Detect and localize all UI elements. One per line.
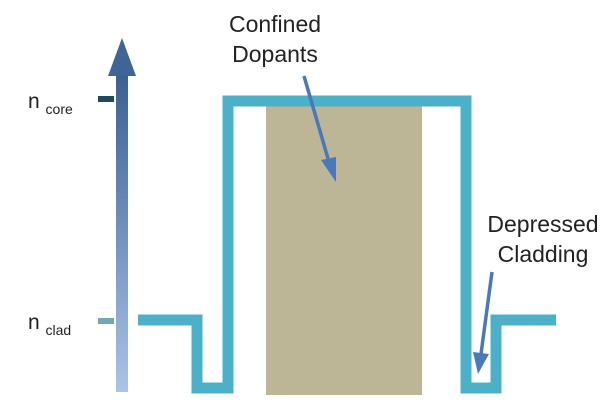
cladding-pointer-arrow-icon: [473, 271, 494, 374]
dopant-pointer-arrow-icon: [302, 75, 336, 182]
n-core-subscript: core: [46, 101, 73, 117]
depressed-cladding-label-line1: Depressed: [487, 211, 598, 237]
n-clad-subscript: clad: [46, 322, 72, 338]
n-core-tick: [98, 96, 114, 102]
depressed-cladding-label-line2: Cladding: [498, 241, 589, 267]
confined-dopants-label-line1: Confined: [229, 11, 321, 37]
index-profile-line: [138, 95, 556, 394]
cladding-pointer-head: [473, 352, 489, 374]
cladding-pointer-shaft: [479, 271, 494, 355]
n-clad-base: n: [28, 311, 40, 334]
index-axis-arrow-icon: [108, 38, 136, 392]
index-axis-shaft: [116, 72, 128, 392]
confined-dopant-region: [266, 105, 422, 395]
n-clad-label: n clad: [28, 311, 71, 338]
n-core-label: n core: [28, 90, 73, 117]
confined-dopants-label-line2: Dopants: [232, 41, 318, 67]
index-axis-arrowhead: [108, 38, 136, 76]
dopant-pointer-shaft: [302, 75, 331, 163]
n-clad-tick: [98, 318, 114, 324]
n-core-base: n: [28, 90, 40, 113]
dopant-pointer-head: [321, 157, 336, 182]
